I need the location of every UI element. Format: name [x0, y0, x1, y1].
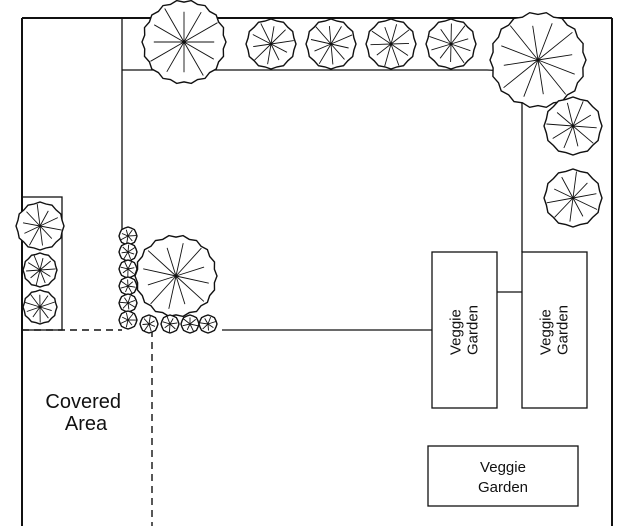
tree-icon — [15, 201, 65, 251]
covered-area-boundary — [22, 329, 153, 526]
veggie-garden-bed-3: Veggie Garden — [427, 445, 579, 507]
tree-icon — [118, 226, 138, 246]
veggie-garden-bed-2: Veggie Garden — [521, 251, 588, 409]
tree-icon — [22, 289, 58, 325]
tree-icon — [118, 310, 138, 330]
tree-icon — [22, 252, 58, 288]
tree-icon — [489, 11, 587, 109]
svg-text:Veggie Garden: Veggie Garden — [538, 305, 572, 355]
tree-group — [15, 0, 603, 334]
svg-text:Veggie: Veggie — [480, 459, 526, 476]
tree-icon — [180, 314, 200, 334]
svg-text:Veggie Garden: Veggie Garden — [448, 305, 482, 355]
tree-icon — [118, 293, 138, 313]
svg-text:Garden: Garden — [478, 479, 528, 496]
tree-icon — [543, 96, 603, 156]
tree-icon — [543, 168, 603, 228]
tree-icon — [118, 259, 138, 279]
tree-icon — [134, 234, 218, 318]
tree-icon — [305, 18, 357, 70]
tree-icon — [160, 314, 180, 334]
tree-icon — [425, 18, 477, 70]
covered-area-label: Covered Area — [45, 391, 126, 435]
tree-icon — [245, 18, 297, 70]
left-planter-bed — [21, 196, 63, 331]
veggie-garden-bed-1: Veggie Garden — [431, 251, 498, 409]
tree-icon — [198, 314, 218, 334]
tree-icon — [141, 0, 227, 85]
tree-icon — [139, 314, 159, 334]
tree-icon — [118, 242, 138, 262]
tree-icon — [118, 276, 138, 296]
tree-icon — [365, 18, 417, 70]
